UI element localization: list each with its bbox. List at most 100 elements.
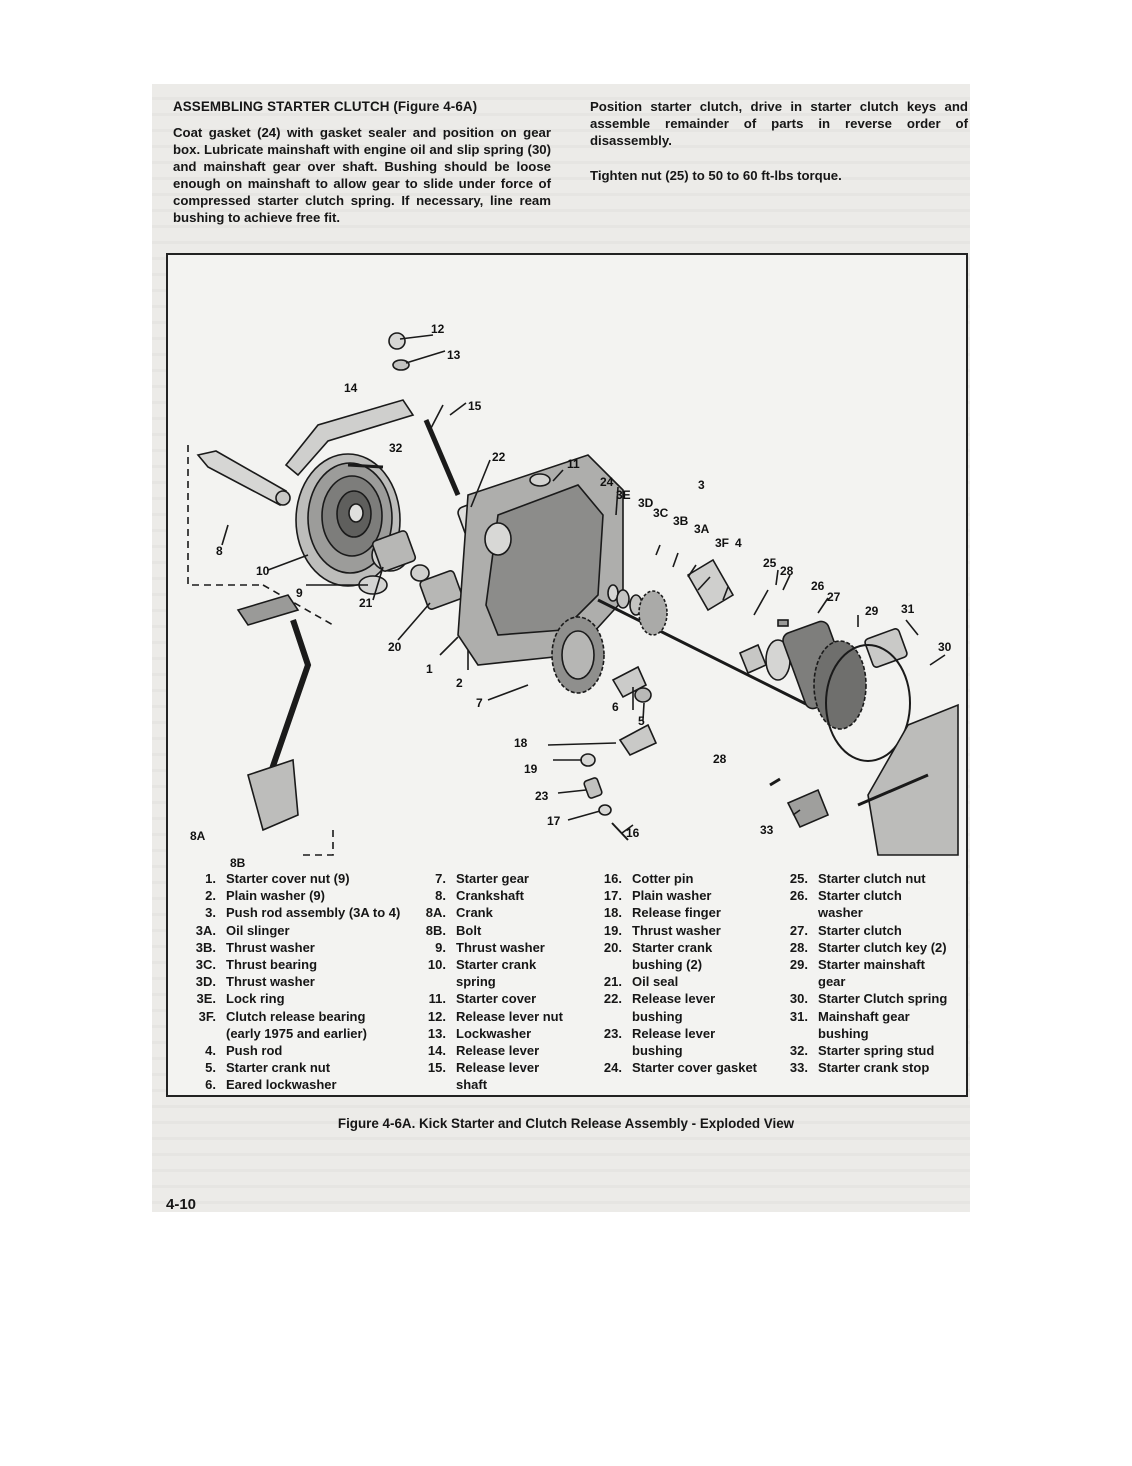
callout-33: 33: [760, 823, 774, 837]
callout-13: 13: [447, 348, 461, 362]
legend-item-label: Oil seal: [632, 974, 679, 990]
legend-item: 12.Release lever nut: [416, 1008, 586, 1025]
legend-item: spring: [416, 973, 586, 990]
callout-8B: 8B: [230, 856, 246, 870]
legend-item-label: Lockwasher: [456, 1025, 532, 1041]
legend-item-label: Bolt: [456, 922, 482, 938]
legend-item: 33.Starter crank stop: [770, 1059, 960, 1076]
legend-item: 11. Starter cover: [416, 990, 586, 1007]
legend-item: 4.Push rod: [186, 1042, 422, 1059]
callout-19: 19: [524, 762, 538, 776]
legend-item-number: 11.: [428, 991, 446, 1007]
legend-item: 3A. Oil slinger: [186, 922, 422, 939]
legend-item-label: Starter cover gasket: [632, 1060, 758, 1076]
legend-item: washer: [770, 904, 960, 921]
callout-3A: 3A: [694, 522, 710, 536]
legend-item: 25. Starter clutch nut: [770, 870, 960, 887]
legend-item-number: 32.: [789, 1043, 808, 1059]
callout-29: 29: [865, 604, 879, 618]
legend-item: 29.Starter mainshaft: [770, 956, 960, 973]
legend-item-number: 24.: [603, 1060, 622, 1076]
legend-item-number: 27.: [789, 922, 808, 938]
callout-8A: 8A: [190, 829, 206, 843]
legend-item-label: Crankshaft: [456, 888, 524, 904]
legend-item-label: Release lever: [456, 1060, 540, 1076]
legend-item-number: 33.: [789, 1060, 808, 1076]
legend-item-label: Starter crank: [632, 939, 713, 955]
section-heading: ASSEMBLING STARTER CLUTCH (Figure 4-6A): [173, 99, 478, 114]
legend-item: bushing: [584, 1008, 774, 1025]
legend-item-label: Lock ring: [226, 991, 285, 1007]
legend-item-label: Release lever: [456, 1043, 540, 1059]
legend-item-number: 3F.: [198, 1008, 216, 1024]
legend-item-label: bushing: [632, 1043, 683, 1059]
legend-item: 3F.Clutch release bearing: [186, 1008, 422, 1025]
legend-item: 7.Starter gear: [416, 870, 586, 887]
callout-3D: 3D: [638, 496, 654, 510]
legend-item-number: 3E.: [196, 991, 216, 1007]
legend-item-label: Mainshaft gear: [818, 1008, 910, 1024]
legend-item: 3E. Lock ring: [186, 990, 422, 1007]
callout-22: 22: [492, 450, 506, 464]
left-column: ASSEMBLING STARTER CLUTCH (Figure 4-6A) …: [173, 98, 551, 226]
legend-item-label: Starter clutch: [818, 922, 902, 938]
legend-item: bushing: [770, 1025, 960, 1042]
legend-item: 10.Starter crank: [416, 956, 586, 973]
legend-item-label: gear: [818, 974, 846, 990]
callout-9: 9: [296, 586, 303, 600]
legend-item-number: 8.: [435, 888, 446, 904]
legend-item-label: Thrust washer: [456, 939, 545, 955]
callout-12: 12: [431, 322, 445, 336]
legend-item-number: 3.: [205, 905, 216, 921]
legend-item: 22.Release lever: [584, 990, 774, 1007]
callout-8: 8: [216, 544, 223, 558]
legend-item-number: 30.: [789, 991, 808, 1007]
legend-item-number: [770, 1025, 818, 1042]
legend-item-label: Starter spring stud: [818, 1043, 935, 1059]
legend-item-number: [416, 973, 456, 990]
legend-item-number: 25.: [789, 871, 808, 886]
callout-3C: 3C: [653, 506, 669, 520]
legend-item-number: 8B.: [425, 922, 446, 938]
legend-item-label: Starter clutch nut: [818, 871, 926, 886]
callout-4: 4: [735, 536, 742, 550]
assembly-paragraph: Coat gasket (24) with gasket sealer and …: [173, 125, 551, 225]
legend-item: 20.Starter crank: [584, 939, 774, 956]
callout-5: 5: [638, 714, 645, 728]
exploded-view-drawing: 12 13 14 15 32 22 11 24 3E 3D 3C 3B 3A 3…: [187, 322, 959, 870]
callout-2: 2: [456, 676, 463, 690]
legend-item: 9. Thrust washer: [416, 939, 586, 956]
legend-item-number: [584, 1008, 632, 1025]
legend-item-number: 14.: [427, 1043, 446, 1059]
legend-item-number: 9.: [435, 939, 446, 955]
callout-15: 15: [468, 399, 482, 413]
legend-item-number: 3D.: [195, 974, 216, 990]
legend-item-number: 2.: [205, 888, 216, 904]
legend-item-label: Release finger: [632, 905, 721, 921]
legend-item-label: Thrust washer: [226, 939, 315, 955]
callout-3: 3: [698, 478, 705, 492]
legend-item-label: Starter clutch: [818, 888, 902, 904]
legend-item: 3C.Thrust bearing: [186, 956, 422, 973]
legend-item: 28.Starter clutch key (2): [770, 939, 960, 956]
legend-item-label: Plain washer (9): [226, 888, 325, 904]
legend-item-label: Starter Clutch spring: [818, 991, 948, 1007]
legend-item-label: Thrust bearing: [226, 957, 318, 973]
legend-item: 23.Release lever: [584, 1025, 774, 1042]
legend-item: 3.Push rod assembly (3A to 4): [186, 904, 422, 921]
legend-item-label: Oil slinger: [226, 922, 290, 938]
legend-item-label: Starter cover: [456, 991, 537, 1007]
legend-item: shaft: [416, 1076, 586, 1093]
legend-item-number: 13.: [427, 1025, 446, 1041]
position-clutch-paragraph: Position starter clutch, drive in starte…: [590, 99, 968, 148]
legend-item: 1.Starter cover nut (9): [186, 870, 422, 887]
legend-item: 18.Release finger: [584, 904, 774, 921]
legend-item-number: [584, 956, 632, 973]
legend-item-number: 3A.: [195, 922, 216, 938]
legend-item: 13. Lockwasher: [416, 1025, 586, 1042]
legend-item-label: Cotter pin: [632, 871, 694, 886]
legend-item: 24. Starter cover gasket: [584, 1059, 774, 1076]
legend-item-label: Starter clutch key (2): [818, 939, 947, 955]
callout-28-bottom: 28: [713, 752, 727, 766]
